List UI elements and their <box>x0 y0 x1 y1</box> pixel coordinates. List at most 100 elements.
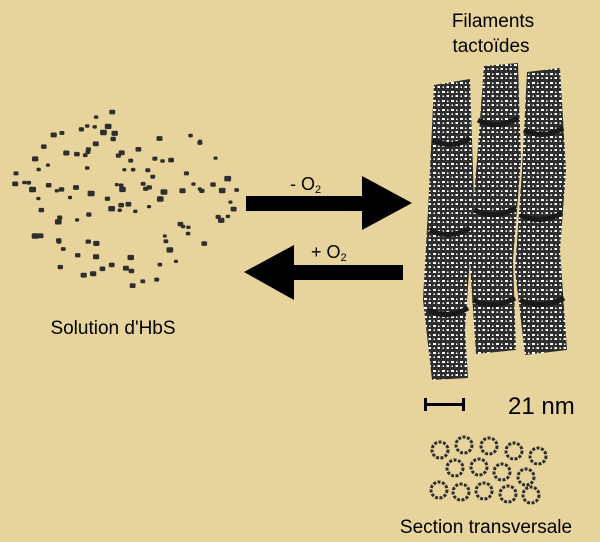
hbs-molecule <box>218 217 225 223</box>
hbs-molecule <box>60 247 66 251</box>
hbs-molecule <box>160 159 165 163</box>
hbs-molecule <box>41 144 47 149</box>
hbs-molecule <box>224 175 232 182</box>
hbs-molecule <box>154 277 160 282</box>
scale-label: 21 nm <box>508 393 575 420</box>
hbs-molecule <box>93 240 100 246</box>
solution-label: Solution d'HbS <box>50 318 175 339</box>
filament-3 <box>515 68 567 355</box>
hbs-molecule <box>85 166 90 170</box>
hbs-molecule <box>160 189 168 195</box>
hbs-molecule <box>104 196 111 201</box>
hbs-molecule <box>146 185 152 190</box>
hbs-molecule <box>92 141 99 147</box>
hbs-molecule <box>36 167 41 172</box>
hbs-molecule <box>125 201 132 207</box>
hbs-molecule <box>129 283 136 288</box>
hbs-molecule <box>37 233 44 239</box>
hbs-molecule <box>50 132 57 138</box>
filament-1 <box>423 79 474 380</box>
filaments-label-line2: tactoïdes <box>452 36 529 57</box>
hbs-molecule <box>63 150 70 156</box>
scale-bar-icon <box>424 398 465 411</box>
hbs-molecule <box>73 185 79 190</box>
hbs-molecule <box>45 163 50 167</box>
hbs-molecule <box>225 214 231 219</box>
cross-section-ring <box>479 436 499 456</box>
hbs-molecule <box>218 187 226 194</box>
hbs-molecule <box>128 158 134 163</box>
hbs-molecule <box>117 208 122 212</box>
hbs-molecule <box>104 123 112 130</box>
hbs-molecule <box>56 238 62 243</box>
hbs-molecule <box>230 206 237 212</box>
oxy-label-sub: 2 <box>341 252 347 264</box>
hbs-molecule <box>54 219 62 225</box>
hbs-molecule <box>93 254 100 260</box>
hbs-molecule <box>118 183 124 188</box>
oxy-label: + O2 <box>311 242 347 264</box>
deoxy-label-main: - O <box>290 174 315 194</box>
hbs-molecule <box>108 262 115 268</box>
hbs-molecule <box>82 153 88 158</box>
hbs-molecule <box>122 168 127 172</box>
hbs-molecule <box>188 133 193 138</box>
hbs-molecule <box>177 221 184 227</box>
hbs-molecule <box>157 196 163 200</box>
hbs-molecule <box>115 153 121 158</box>
hbs-molecule <box>87 190 95 197</box>
hbs-molecule <box>145 168 151 173</box>
cross-section-ring <box>430 440 450 460</box>
hbs-molecule <box>75 253 81 258</box>
hbs-molecule <box>86 212 92 217</box>
hbs-molecule <box>109 109 116 115</box>
hbs-molecule <box>36 196 41 201</box>
left-arrow-icon <box>244 245 403 300</box>
hbs-molecule <box>146 205 152 209</box>
hbs-molecule <box>156 136 163 141</box>
hbs-molecule <box>57 264 63 270</box>
hbs-molecule <box>162 234 167 238</box>
hbs-molecule <box>173 259 178 263</box>
hbs-molecule <box>67 195 73 200</box>
hbs-molecule <box>78 127 84 132</box>
cross-section-ring <box>445 458 465 478</box>
hbs-molecule <box>140 181 146 186</box>
hbs-molecule <box>85 150 91 154</box>
cross-section <box>429 435 548 505</box>
deoxy-label: - O2 <box>290 174 321 196</box>
oxy-label-main: + O <box>311 242 341 262</box>
hbs-molecule <box>185 231 191 236</box>
hbs-molecule <box>128 268 135 274</box>
hbs-molecule <box>13 171 19 176</box>
hbs-molecule <box>99 266 106 272</box>
hbs-molecule <box>119 186 126 193</box>
cross-section-ring <box>429 480 449 500</box>
hbs-molecule <box>152 156 158 161</box>
hbs-molecule <box>32 156 39 162</box>
cross-section-ring <box>521 485 541 505</box>
hbs-molecule <box>127 254 134 261</box>
hbs-molecule <box>100 129 107 136</box>
cross-section-ring <box>528 446 548 466</box>
hbs-molecule <box>108 206 115 212</box>
hbs-molecule <box>54 189 59 193</box>
cross-section-ring <box>492 462 512 482</box>
filament-2 <box>469 63 521 354</box>
hbs-molecule <box>163 239 169 244</box>
section-label: Section transversale <box>400 517 572 538</box>
hbs-molecule <box>150 174 156 179</box>
hbs-molecule <box>85 239 91 244</box>
hbs-molecule <box>45 183 52 188</box>
hbs-molecule <box>31 233 39 239</box>
hbs-molecule <box>22 180 27 185</box>
hbs-molecule <box>80 272 87 278</box>
hbs-molecule <box>130 167 136 172</box>
hbs-molecule <box>12 181 19 187</box>
hbs-molecule <box>168 157 174 163</box>
cross-section-ring <box>516 467 536 487</box>
hbs-molecule <box>29 186 36 193</box>
hbs-molecule <box>57 215 63 220</box>
hbs-molecule <box>197 187 202 191</box>
